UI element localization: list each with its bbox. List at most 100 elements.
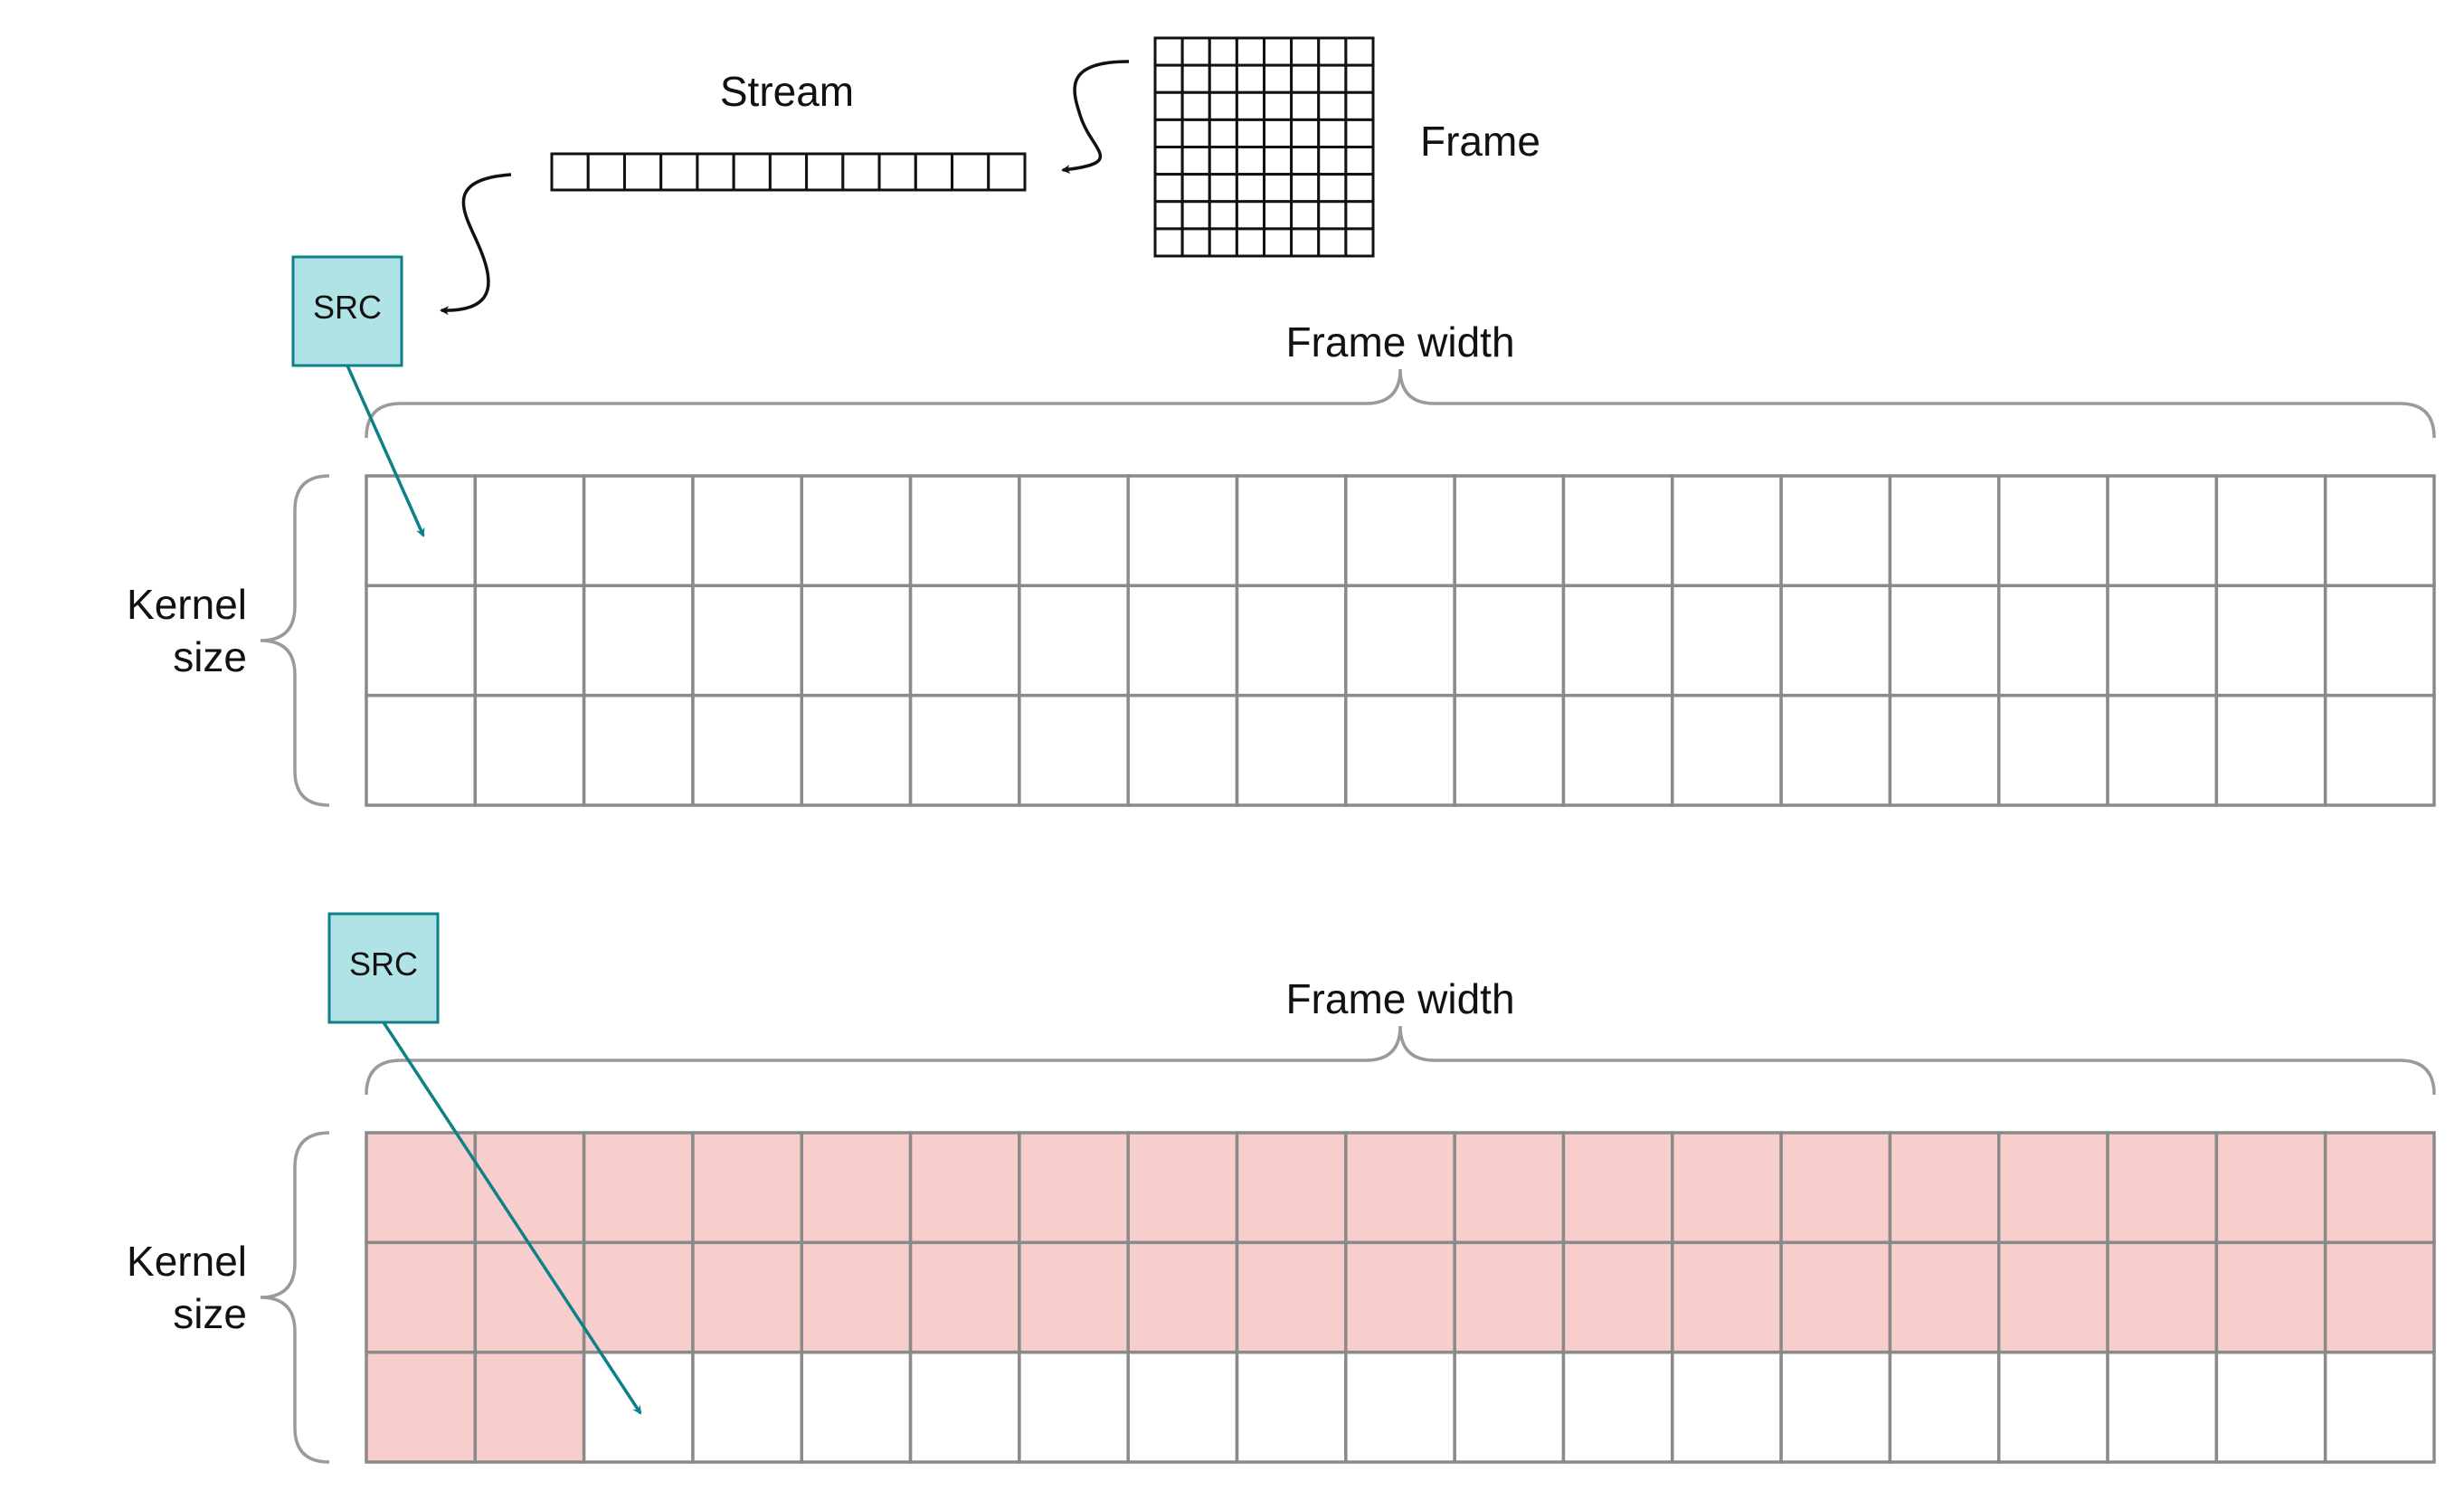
frame-cell xyxy=(1290,36,1321,67)
stream-cell xyxy=(877,152,917,192)
frame-cell xyxy=(1208,146,1238,176)
frame-cell xyxy=(1263,146,1294,176)
panel-1: Frame width Kernel size xyxy=(127,318,2436,807)
buffer-cell-filled xyxy=(1018,1240,1130,1354)
stream-cell xyxy=(732,152,772,192)
buffer-cell-filled xyxy=(1453,1240,1566,1354)
buffer-cell-empty xyxy=(1888,474,2001,588)
kernel-size-brace-1 xyxy=(260,474,330,807)
frame-width-label-2: Frame width xyxy=(1285,975,1514,1022)
frame-cell xyxy=(1153,227,1184,258)
frame-cell xyxy=(1180,118,1211,148)
frame-cell xyxy=(1208,227,1238,258)
buffer-cell-filled xyxy=(1561,1240,1674,1354)
buffer-cell-filled xyxy=(1235,1131,1348,1245)
buffer-cell-empty xyxy=(1344,584,1456,698)
buffer-cell-empty xyxy=(473,693,586,807)
buffer-cell-filled xyxy=(800,1240,913,1354)
buffer-cell-empty xyxy=(800,1350,913,1464)
frame-grid xyxy=(1153,36,1375,258)
frame-cell xyxy=(1344,146,1375,176)
stream-to-src-arrow xyxy=(440,173,512,316)
buffer-cell-empty xyxy=(1344,474,1456,588)
buffer-cell-empty xyxy=(1126,1350,1239,1464)
frame-cell xyxy=(1290,118,1321,148)
buffer-cell-filled xyxy=(1779,1131,1892,1245)
frame-cell xyxy=(1235,227,1265,258)
frame-cell xyxy=(1180,227,1211,258)
frame-to-stream-arrow xyxy=(1061,60,1130,175)
buffer-cell-filled xyxy=(691,1131,804,1245)
buffer-cell-empty xyxy=(365,584,478,698)
buffer-cell-empty xyxy=(473,584,586,698)
src-box-2: SRC xyxy=(327,912,440,1024)
buffer-cell-empty xyxy=(1018,1350,1130,1464)
frame-cell xyxy=(1208,36,1238,67)
frame-cell xyxy=(1344,90,1375,121)
buffer-cell-filled xyxy=(1126,1240,1239,1354)
frame-cell xyxy=(1263,173,1294,204)
frame-cell xyxy=(1317,146,1348,176)
buffer-cell-empty xyxy=(691,584,804,698)
frame-cell xyxy=(1317,63,1348,94)
buffer-cell-filled xyxy=(1888,1240,2001,1354)
frame-cell xyxy=(1263,36,1294,67)
frame-cell xyxy=(1344,118,1375,148)
buffer-cell-filled xyxy=(2106,1131,2219,1245)
buffer-cell-filled xyxy=(1671,1240,1783,1354)
buffer-cell-empty xyxy=(1996,693,2109,807)
buffer-cell-empty xyxy=(800,584,913,698)
frame-width-brace-2 xyxy=(365,1025,2436,1096)
stream-cell xyxy=(768,152,809,192)
buffer-cell-empty xyxy=(365,693,478,807)
buffer-cell-empty xyxy=(800,474,913,588)
buffer-cell-empty xyxy=(1235,474,1348,588)
frame-cell xyxy=(1317,36,1348,67)
frame-cell xyxy=(1344,173,1375,204)
kernel-size-label-1b: size xyxy=(173,633,247,680)
stream-cell xyxy=(659,152,699,192)
stream-cell xyxy=(696,152,735,192)
buffer-cell-empty xyxy=(1996,474,2109,588)
line-buffer-grid-2 xyxy=(365,1131,2436,1464)
frame-cell xyxy=(1153,90,1184,121)
buffer-cell-empty xyxy=(1888,693,2001,807)
buffer-cell-empty xyxy=(691,693,804,807)
frame-cell xyxy=(1235,146,1265,176)
buffer-cell-empty xyxy=(908,474,1021,588)
buffer-cell-empty xyxy=(1561,474,1674,588)
src-box-top: SRC xyxy=(291,255,403,367)
frame-cell xyxy=(1180,36,1211,67)
frame-cell xyxy=(1263,90,1294,121)
buffer-cell-empty xyxy=(2214,693,2327,807)
buffer-cell-empty xyxy=(691,1350,804,1464)
frame-cell xyxy=(1153,200,1184,231)
frame-cell xyxy=(1208,173,1238,204)
buffer-cell-empty xyxy=(1126,693,1239,807)
frame-cell xyxy=(1290,200,1321,231)
src-write-arrow-2 xyxy=(382,1021,642,1415)
buffer-cell-empty xyxy=(1235,584,1348,698)
buffer-cell-filled xyxy=(1671,1131,1783,1245)
buffer-cell-empty xyxy=(2323,693,2436,807)
buffer-cell-empty xyxy=(1344,693,1456,807)
stream-cell xyxy=(805,152,845,192)
buffer-cell-empty xyxy=(1453,693,1566,807)
frame-cell xyxy=(1317,200,1348,231)
buffer-cell-empty xyxy=(1453,474,1566,588)
buffer-cell-empty xyxy=(2214,474,2327,588)
buffer-cell-empty xyxy=(908,584,1021,698)
buffer-cell-filled xyxy=(582,1240,695,1354)
src-label-top: SRC xyxy=(313,289,382,326)
buffer-cell-filled xyxy=(1996,1131,2109,1245)
buffer-cell-empty xyxy=(691,474,804,588)
frame-cell xyxy=(1153,118,1184,148)
stream-cell xyxy=(914,152,954,192)
frame-cell xyxy=(1153,173,1184,204)
buffer-cell-empty xyxy=(1779,474,1892,588)
buffer-cell-filled xyxy=(2214,1131,2327,1245)
frame-cell xyxy=(1290,146,1321,176)
buffer-cell-filled xyxy=(2323,1131,2436,1245)
buffer-cell-empty xyxy=(1018,474,1130,588)
buffer-cell-empty xyxy=(1779,693,1892,807)
